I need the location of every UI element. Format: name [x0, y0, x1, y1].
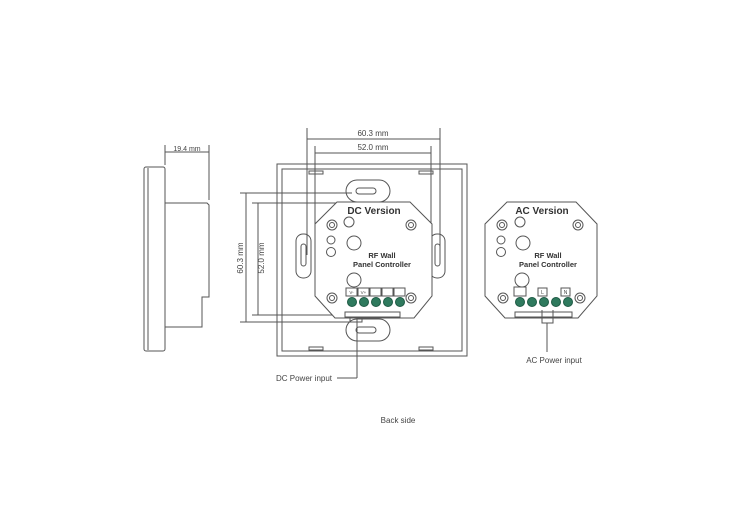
ac-terminal-block: [515, 297, 573, 307]
ac-name-line2: Panel Controller: [519, 260, 577, 269]
depth-dimension: 19.4 mm: [173, 146, 200, 153]
dc-terminal-labels: V- V+: [345, 287, 406, 297]
dc-terminal-block: [347, 297, 405, 307]
back-view-ac: AC Version RF Wall Panel Controller L N …: [484, 201, 598, 365]
mount-slot-left: [295, 233, 312, 279]
svg-text:L: L: [541, 290, 544, 296]
svg-text:V+: V+: [361, 290, 367, 295]
side-body: [165, 202, 210, 328]
width-outer-dim: 60.3 mm: [357, 129, 388, 138]
dc-name-line1: RF Wall: [368, 251, 395, 260]
outer-frame: [276, 163, 468, 357]
height-inner-dim: 52.0 mm: [257, 242, 266, 273]
svg-text:N: N: [564, 290, 568, 296]
ac-terminal-labels: L N: [513, 286, 571, 297]
mount-slot-top: [345, 179, 391, 203]
back-view-dc: 60.3 mm 52.0 mm 60.3 mm 52.0 mm DC Versi…: [236, 128, 468, 383]
dc-title: DC Version: [347, 206, 400, 217]
width-inner-dim: 52.0 mm: [357, 143, 388, 152]
dc-name-line2: Panel Controller: [353, 260, 411, 269]
height-outer-dim: 60.3 mm: [236, 242, 245, 273]
svg-text:V-: V-: [349, 290, 354, 295]
ac-title: AC Version: [515, 206, 568, 217]
caption: Back side: [381, 416, 416, 425]
dc-power-label: DC Power input: [276, 374, 333, 383]
ac-power-label: AC Power input: [526, 356, 582, 365]
side-view: 19.4 mm: [143, 145, 210, 352]
mount-slot-bottom: [345, 318, 391, 342]
ac-name-line1: RF Wall: [534, 251, 561, 260]
ac-module: [484, 201, 598, 319]
dc-module: [314, 201, 433, 319]
front-plate: [143, 166, 166, 352]
